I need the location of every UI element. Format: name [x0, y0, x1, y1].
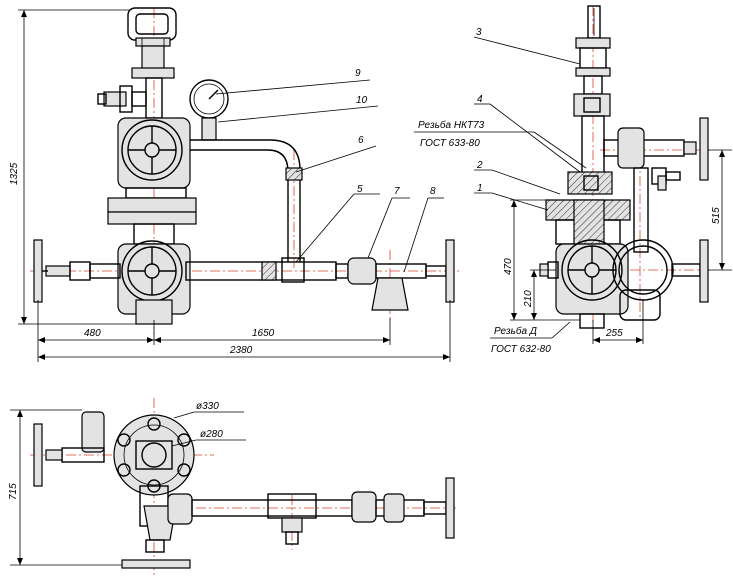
callout-10: 10 — [356, 95, 368, 106]
front-callouts: 9 10 6 5 7 8 — [215, 68, 444, 273]
dim-1650: 1650 — [252, 328, 275, 339]
dim-470: 470 — [503, 258, 514, 275]
callout-9: 9 — [355, 68, 361, 79]
callout-4: 4 — [477, 94, 483, 105]
callout-2: 2 — [476, 160, 483, 171]
dim-2380: 2380 — [229, 345, 253, 356]
bent-pipe — [190, 139, 303, 262]
thread-d-line2: ГОСТ 632-80 — [491, 344, 551, 355]
side-view: 470 210 515 255 3 4 2 1 Резьба НКТ73 ГОС… — [414, 5, 732, 355]
thread-nkt-line1: Резьба НКТ73 — [418, 119, 485, 131]
dim-480: 480 — [84, 328, 101, 339]
callout-6: 6 — [358, 135, 364, 146]
front-dimensions: 1325 480 1650 2380 — [9, 9, 451, 362]
horizontal-line — [185, 239, 455, 311]
dim-280: ø280 — [200, 429, 223, 440]
dim-1325: 1325 — [9, 162, 20, 185]
top-handle — [127, 7, 177, 119]
side-needle-valve — [97, 85, 147, 113]
lower-valve — [117, 240, 191, 325]
dim-330: ø330 — [196, 401, 219, 412]
dim-255: 255 — [605, 328, 623, 339]
dim-210: 210 — [523, 290, 534, 308]
callout-7: 7 — [394, 186, 400, 197]
callout-3: 3 — [476, 27, 482, 38]
dim-715: 715 — [8, 483, 19, 500]
callout-1: 1 — [477, 183, 483, 194]
callout-5: 5 — [357, 184, 363, 195]
dim-515: 515 — [711, 207, 722, 224]
thread-d-line1: Резьба Д — [494, 325, 537, 337]
front-view: 1325 480 1650 2380 9 10 6 5 7 — [9, 7, 460, 362]
callout-8: 8 — [430, 186, 436, 197]
upper-valve — [117, 117, 191, 189]
top-view: 715 ø330 ø280 — [8, 398, 456, 578]
pressure-gauge — [189, 79, 229, 141]
thread-nkt-line2: ГОСТ 633-80 — [420, 138, 480, 149]
flange-spool — [107, 187, 197, 245]
